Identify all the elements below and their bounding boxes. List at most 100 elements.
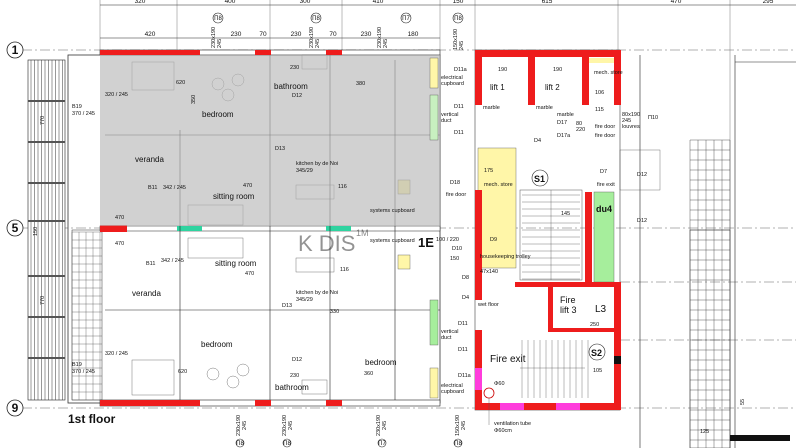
dim-label: 400 bbox=[225, 0, 236, 5]
dim-label: 70 bbox=[259, 31, 267, 38]
dim-label: 420 bbox=[145, 31, 156, 38]
room-label-sitting-room: sitting room bbox=[213, 192, 255, 201]
window-dims: 342 / 245 bbox=[161, 258, 184, 264]
grid-axis-1: 1 bbox=[12, 43, 19, 57]
door-tag: D17 bbox=[557, 120, 567, 126]
dim-label: 150 bbox=[450, 256, 459, 262]
window-tag: Π8 bbox=[214, 16, 222, 22]
door-dims: 100 / 220 bbox=[436, 237, 459, 243]
door-tag: D13 bbox=[282, 303, 292, 309]
dim-label: 350 bbox=[191, 95, 197, 104]
window-dims: 320 / 245 bbox=[105, 351, 128, 357]
window-sill: 245 bbox=[217, 39, 223, 48]
window-tag: B11 bbox=[148, 185, 157, 191]
unit-number: 1E bbox=[418, 235, 434, 250]
fire-exit-label: Fire exit bbox=[490, 354, 526, 365]
window-tag: Π7 bbox=[378, 441, 386, 447]
window-tags-top: Π8 230x190 245 Π8 230x190 245 Π7 230x190… bbox=[211, 12, 465, 50]
systems-cupboard-label: systems cupboard bbox=[370, 208, 415, 214]
dim-label: 615 bbox=[542, 0, 553, 5]
dim-label: 106 bbox=[595, 90, 604, 96]
kitchen-label: kitchen by de Noi bbox=[296, 161, 338, 167]
housekeeping-label: housekeeping trolley bbox=[480, 254, 531, 260]
door-tag: D11a bbox=[458, 373, 472, 379]
door-tag: D18 bbox=[450, 180, 460, 186]
grid-axis-9: 9 bbox=[12, 401, 19, 415]
window-tag: Π10 bbox=[648, 115, 658, 121]
dim-label: 295 bbox=[763, 0, 774, 5]
door-tag: D12 bbox=[637, 218, 647, 224]
dim-label: 230 bbox=[290, 65, 299, 71]
door-tag: D11 bbox=[458, 347, 468, 353]
window-tag: B11 bbox=[146, 261, 155, 267]
grid-axis-5: 5 bbox=[12, 221, 19, 235]
dim-label: 470 bbox=[243, 183, 252, 189]
dim-label: 470 bbox=[671, 0, 682, 5]
door-tag: D12 bbox=[637, 172, 647, 178]
systems-cupboard-label: systems cupboard bbox=[370, 238, 415, 244]
upper-apartment-overlay bbox=[100, 55, 440, 226]
window-dims: 370 / 245 bbox=[72, 369, 95, 375]
dim-label: 230 bbox=[290, 373, 299, 379]
room-label-bedroom: bedroom bbox=[201, 340, 233, 349]
door-tag: D17a bbox=[557, 133, 571, 139]
room-label-veranda: veranda bbox=[132, 289, 161, 298]
dim-label: 230 bbox=[291, 31, 302, 38]
door-tag: D4 bbox=[534, 138, 541, 144]
window-tags-bottom: 230x190 245 Π8 230x190 245 Π8 230x190 24… bbox=[235, 415, 467, 448]
window-sill: 245 bbox=[461, 421, 467, 430]
window-size: 150x190 bbox=[453, 29, 459, 50]
window-size: 230x190 bbox=[309, 27, 315, 48]
window-dims: 342 / 245 bbox=[163, 185, 186, 191]
door-tag: D11a bbox=[454, 67, 468, 73]
window-tag: Π8 bbox=[236, 441, 244, 447]
room-label-bedroom: bedroom bbox=[202, 110, 234, 119]
watermark-logo: K DIS bbox=[298, 231, 355, 256]
window-tag: Π8 bbox=[312, 16, 320, 22]
room-label-bathroom: bathroom bbox=[274, 82, 308, 91]
dim-label: 105 bbox=[593, 368, 602, 374]
dim-label: 380 bbox=[356, 81, 365, 87]
window-tag: Π8 bbox=[454, 441, 462, 447]
dim-label: 470 bbox=[115, 241, 124, 247]
dim-label: Φ60 bbox=[494, 381, 505, 387]
window-tag: Π8 bbox=[454, 16, 462, 22]
dim-label: 230 bbox=[231, 31, 242, 38]
wet-floor-label: wet floor bbox=[477, 302, 499, 308]
lower-apartment: sitting room veranda bedroom bedroom bat… bbox=[72, 235, 462, 392]
window-tag: B19 bbox=[72, 362, 82, 368]
right-terrace: 125 55 bbox=[619, 55, 796, 448]
door-tag: D11 bbox=[458, 321, 468, 327]
window-sill: 245 bbox=[242, 421, 248, 430]
marble-label: marble bbox=[483, 105, 500, 111]
fire-exit-label: fire exit bbox=[597, 182, 615, 188]
dim-label: 47x140 bbox=[480, 269, 498, 275]
dim-label: 125 bbox=[700, 429, 709, 435]
kitchen-label: kitchen by de Noi bbox=[296, 290, 338, 296]
marble-label: marble bbox=[536, 105, 553, 111]
lift-l3-label: L3 bbox=[595, 304, 607, 315]
door-tag: D9 bbox=[490, 237, 497, 243]
dim-label: 330 bbox=[330, 309, 339, 315]
window-sill: 245 bbox=[459, 41, 465, 50]
dim-label: 770 bbox=[40, 116, 46, 125]
dim-label: 115 bbox=[595, 107, 604, 113]
balcony-railing: 770 150 770 bbox=[27, 59, 66, 401]
window-size: 230x190 bbox=[211, 27, 217, 48]
dim-label: 410 bbox=[373, 0, 384, 5]
window-tag: Π7 bbox=[402, 16, 410, 22]
door-tag: D12 bbox=[292, 357, 302, 363]
ventilation-size: Φ60cm bbox=[494, 428, 512, 434]
door-tag: D4 bbox=[462, 295, 469, 301]
window-size: 230x190 bbox=[236, 415, 242, 436]
window-sill: 245 bbox=[288, 421, 294, 430]
dim-label: 150 bbox=[453, 0, 464, 5]
window-dims: 320 / 245 bbox=[105, 92, 128, 98]
dim-label: 770 bbox=[40, 296, 46, 305]
